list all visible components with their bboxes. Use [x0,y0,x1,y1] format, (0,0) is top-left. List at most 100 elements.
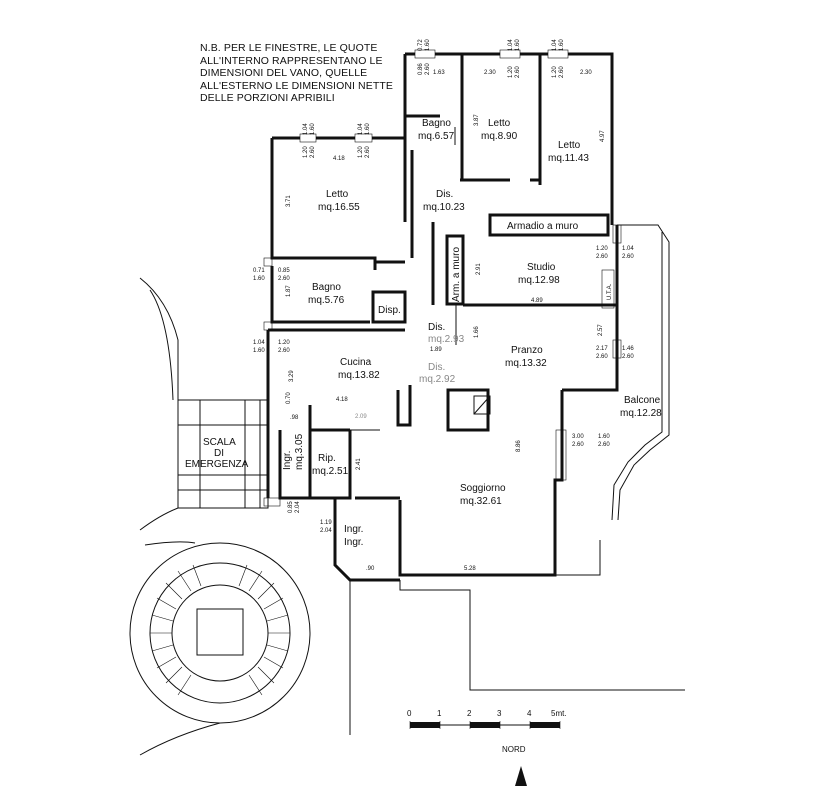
dimension: 2.60 [622,354,634,360]
dimension: 2.30 [484,70,496,76]
dimension: 1.60 [559,39,565,51]
dimension: 1.60 [515,39,521,51]
dimension: 1.20 [358,146,364,158]
stair-label: SCALA [203,437,236,448]
north-arrow-icon [515,766,527,786]
dimension: 1.60 [598,434,610,440]
room-area: mq.8.90 [481,131,518,142]
room-name: Letto [558,140,581,151]
dimension: 1.20 [303,146,309,158]
dimension: 3.87 [474,114,480,126]
dimension: 1.63 [433,70,445,76]
dimension: 2.04 [295,501,301,513]
dimension: 1.46 [622,346,634,352]
note-line: ALL'ESTERNO LE DIMENSIONI NETTE [200,79,393,92]
dimension: 0.72 [418,39,424,51]
scale-tick: 1 [437,709,442,718]
note-line: N.B. PER LE FINESTRE, LE QUOTE [200,42,378,54]
room-name: Ingr. [344,537,363,548]
window-note: N.B. PER LE FINESTRE, LE QUOTE ALL'INTER… [200,42,430,105]
dimension: .90 [366,566,375,572]
room-area: mq.32.61 [460,496,502,507]
room-name: Soggiorno [460,483,506,494]
dimension: 1.20 [508,66,514,78]
dimension: 1.04 [622,246,634,252]
dimension: 1.60 [310,123,316,135]
room-area: mq.12.28 [620,408,662,419]
dimension: 0.85 [278,268,290,274]
room-area: mq.6.57 [418,131,455,142]
room-name: Balcone [624,395,661,406]
dimension: 1.04 [303,123,309,135]
room-area: mq.2.51 [312,466,349,477]
note-line: DIMENSIONI DEL VANO, QUELLE [200,67,368,79]
dimension: 2.57 [598,324,604,336]
dimension: 2.60 [598,442,610,448]
room-name: Cucina [340,357,372,368]
dimension: 1.19 [320,520,332,526]
room-name: Studio [527,262,556,273]
dimension: 0.85 [288,501,294,513]
room-name: Ingr. [344,524,363,535]
scale-tick: 5mt. [551,709,567,718]
scale-tick: 2 [467,709,472,718]
dimension: 1.60 [253,348,265,354]
room-name: Armadio a muro [507,221,579,232]
north-indicator: NORD [502,745,527,786]
dimension: 1.89 [430,347,442,353]
room-name: Bagno [312,282,341,293]
room-area: mq.13.82 [338,370,380,381]
scale-tick: 4 [527,709,532,718]
dimension: 2.60 [596,354,608,360]
dimension: 0.86 [418,63,424,75]
note-line: ALL'INTERNO RAPPRESENTANO LE [200,54,383,67]
dimension: 4.18 [333,156,345,162]
dimension: 1.87 [286,285,292,297]
room-name: Pranzo [511,345,543,356]
dimension: 2.60 [596,254,608,260]
dimension: 2.30 [580,70,592,76]
dimension: 1.04 [358,123,364,135]
room-area: mq.5.76 [308,295,345,306]
stair-label: EMERGENZA [185,459,249,470]
room-name: Dis. [436,189,453,200]
room-area: mq.3.05 [294,433,305,470]
emergency-stair [129,277,685,756]
room-area: mq.2.93 [428,334,465,345]
dimension: 2.60 [425,63,431,75]
dimension: 1.20 [596,246,608,252]
dimension: 1.60 [365,123,371,135]
scale-tick: 0 [407,709,412,718]
dimension: 1.60 [425,39,431,51]
dimension: 2.60 [278,348,290,354]
room-area: mq.13.32 [505,358,547,369]
dimension: 5.28 [464,566,476,572]
room-name: Dis. [428,322,445,333]
dimension: 3.29 [289,370,295,382]
room-area: mq.16.55 [318,202,360,213]
room-name: Letto [326,189,349,200]
dimension: 1.04 [253,340,265,346]
room-name: Arm. a muro [451,247,462,302]
dimension: .98 [290,415,299,421]
room-area: mq.10.23 [423,202,465,213]
scale-bar: 0 1 2 3 4 5mt. [407,709,567,729]
stair-treads [150,564,290,696]
room-area: mq.12.98 [518,275,560,286]
room-name: Bagno [422,118,451,129]
dimension: U.T.A. [607,283,613,300]
dimension: 1.04 [508,39,514,51]
dimension: 1.60 [253,276,265,282]
room-labels: Bagno mq.6.57 Letto mq.8.90 Letto mq.11.… [185,118,662,548]
dimension: 2.60 [559,66,565,78]
dimension: 0.71 [253,268,265,274]
dimension: 1.20 [278,340,290,346]
dimension: 3.71 [286,195,292,207]
room-name: Ingr. [282,451,293,470]
dimension: 2.91 [476,263,482,275]
room-area: mq.11.43 [548,153,589,164]
dimension: 4.18 [336,397,348,403]
window-marks [263,49,622,507]
dimension: 2.04 [320,528,332,534]
